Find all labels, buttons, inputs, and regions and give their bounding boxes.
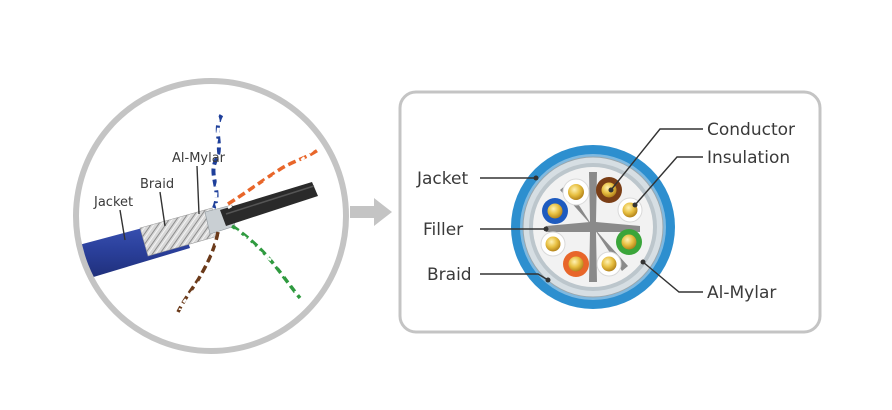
section-pair-white-left bbox=[540, 231, 566, 257]
photo-label-braid: Braid bbox=[140, 177, 174, 192]
pair-green bbox=[231, 224, 302, 300]
photo-frame bbox=[73, 78, 349, 354]
chevron-right-arrow-icon bbox=[350, 198, 392, 226]
section-pair-green bbox=[616, 229, 642, 255]
label-filler: Filler bbox=[423, 220, 463, 240]
label-conductor: Conductor bbox=[707, 120, 795, 140]
cable-photo: Jacket Braid Al-Mylar bbox=[73, 78, 349, 354]
photo-label-jacket: Jacket bbox=[93, 195, 133, 210]
leader-braid bbox=[480, 273, 549, 281]
leader-conductor bbox=[610, 128, 703, 191]
section-pair-blue bbox=[542, 198, 568, 224]
cross-section-panel: Conductor Insulation Jacket Filler Braid… bbox=[398, 90, 822, 334]
leader-al-mylar bbox=[642, 261, 703, 293]
label-al-mylar: Al-Mylar bbox=[707, 283, 776, 303]
section-pair-white-bottom bbox=[596, 251, 622, 277]
label-insulation: Insulation bbox=[707, 148, 790, 168]
label-braid: Braid bbox=[427, 265, 472, 285]
pair-orange bbox=[227, 148, 319, 206]
section-pair-orange bbox=[563, 251, 589, 277]
label-jacket: Jacket bbox=[416, 169, 468, 189]
section-pair-white-top bbox=[562, 178, 590, 206]
leader-insulation bbox=[634, 156, 703, 206]
photo-label-al-mylar: Al-Mylar bbox=[172, 151, 226, 166]
